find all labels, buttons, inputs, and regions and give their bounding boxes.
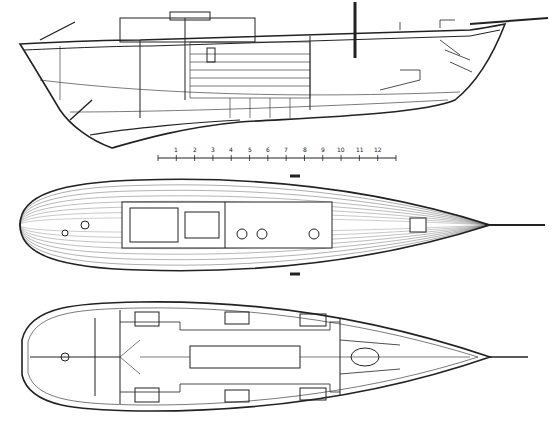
scale-number: 1 bbox=[174, 146, 178, 153]
hull-profile bbox=[20, 24, 505, 148]
scale-tick bbox=[249, 155, 250, 161]
chain-locker bbox=[440, 40, 472, 72]
accommodation-plan bbox=[22, 302, 528, 411]
scale-number: 6 bbox=[266, 146, 270, 153]
scale-number: 3 bbox=[211, 146, 215, 153]
stern-frame bbox=[60, 46, 61, 100]
deck-planking bbox=[20, 185, 490, 265]
bulkhead bbox=[140, 40, 141, 118]
planking-line bbox=[70, 100, 448, 112]
waterline bbox=[40, 80, 460, 95]
centreline bbox=[140, 357, 190, 358]
rudder-head bbox=[61, 353, 69, 361]
bulkhead bbox=[95, 318, 96, 396]
locker bbox=[225, 390, 249, 402]
profile-view bbox=[20, 2, 548, 161]
bulkhead bbox=[185, 18, 186, 100]
tiller bbox=[40, 22, 75, 40]
locker bbox=[225, 312, 249, 324]
locker bbox=[135, 312, 159, 326]
berth bbox=[380, 70, 420, 90]
scale-tick bbox=[176, 155, 177, 161]
table bbox=[190, 346, 300, 368]
deck-light bbox=[257, 229, 267, 239]
scale-number: 11 bbox=[356, 146, 364, 153]
bulkhead bbox=[310, 36, 311, 110]
scale-number: 5 bbox=[248, 146, 252, 153]
scale-number: 7 bbox=[284, 146, 288, 153]
deck-fitting bbox=[62, 230, 68, 236]
sheer-line bbox=[24, 30, 500, 50]
cabin-trunk bbox=[120, 18, 255, 42]
plank-line bbox=[20, 196, 490, 254]
rudder-stock bbox=[70, 100, 92, 120]
rudder-head bbox=[81, 221, 89, 229]
windlass bbox=[410, 218, 426, 232]
deck-beam bbox=[225, 202, 226, 248]
mast bbox=[354, 2, 357, 58]
scale-number: 9 bbox=[321, 146, 325, 153]
pulpit bbox=[400, 20, 455, 30]
scale-tick bbox=[341, 155, 342, 161]
scale-number: 4 bbox=[229, 146, 233, 153]
locker bbox=[300, 314, 326, 326]
mast-partner bbox=[309, 229, 319, 239]
plank-line bbox=[20, 201, 490, 248]
bowsprit bbox=[470, 18, 548, 24]
companion-ladder bbox=[120, 340, 140, 357]
centreline bbox=[30, 357, 120, 358]
chainplate bbox=[290, 175, 300, 178]
scale-tick bbox=[267, 155, 268, 161]
scale-number: 12 bbox=[374, 146, 382, 153]
scale-number: 2 bbox=[193, 146, 197, 153]
scale-tick bbox=[194, 155, 195, 161]
inner-hull-line bbox=[28, 308, 478, 405]
bowsprit bbox=[485, 224, 545, 226]
scale-tick bbox=[304, 155, 305, 161]
door bbox=[207, 48, 215, 62]
scale-tick bbox=[212, 155, 213, 161]
centreline bbox=[300, 357, 470, 358]
scale-tick bbox=[158, 155, 159, 161]
deck-plan bbox=[20, 176, 545, 274]
keel bbox=[90, 120, 240, 135]
bowsprit bbox=[488, 356, 528, 357]
plank-line bbox=[20, 185, 490, 265]
locker bbox=[300, 388, 326, 400]
scale-tick bbox=[359, 155, 360, 161]
settee-panel bbox=[190, 42, 310, 118]
cabin-house bbox=[122, 202, 332, 248]
scale-tick bbox=[396, 155, 397, 161]
scale-ticks bbox=[158, 155, 396, 161]
scale-number: 8 bbox=[303, 146, 307, 153]
deck-outline bbox=[20, 179, 490, 270]
locker bbox=[135, 388, 159, 402]
plank-line bbox=[20, 190, 490, 259]
hatch bbox=[130, 208, 178, 242]
scale-tick bbox=[286, 155, 287, 161]
deck-light bbox=[237, 229, 247, 239]
skylight bbox=[185, 212, 219, 238]
hull-plan bbox=[22, 302, 490, 411]
scale-tick bbox=[322, 155, 323, 161]
companion-ladder bbox=[120, 357, 140, 374]
scale-tick bbox=[377, 155, 378, 161]
scale-bar bbox=[158, 158, 396, 159]
chainplate bbox=[290, 273, 300, 276]
scale-number: 10 bbox=[337, 146, 345, 153]
companion-hatch bbox=[170, 12, 210, 20]
scale-tick bbox=[231, 155, 232, 161]
